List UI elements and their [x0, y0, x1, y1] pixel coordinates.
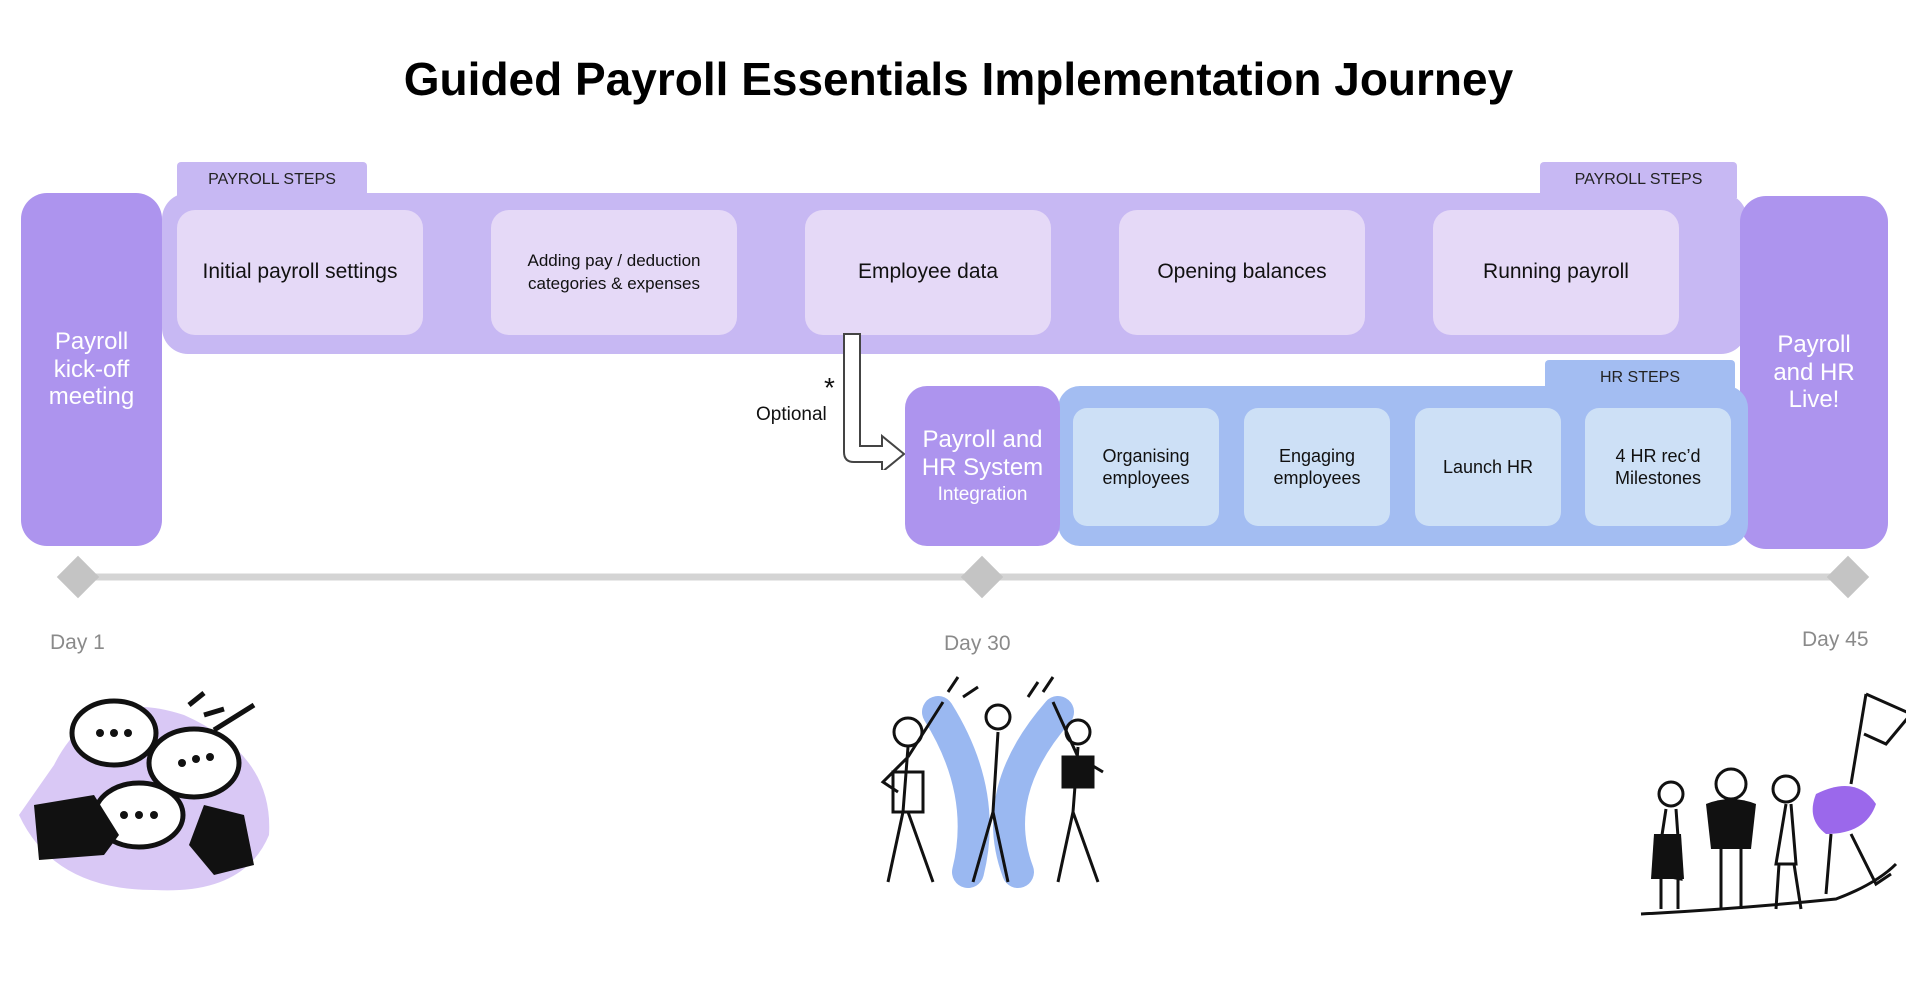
integration-block: Payroll and HR System Integration [905, 386, 1060, 546]
day-30-label: Day 30 [944, 632, 1011, 655]
payroll-steps-tab-left: PAYROLL STEPS [177, 162, 367, 198]
integration-sub-label: Integration [937, 484, 1028, 506]
timeline-marker-day45 [1826, 555, 1870, 599]
optional-asterisk: * [824, 372, 835, 403]
payroll-step-opening-balances: Opening balances [1119, 210, 1365, 335]
team-flag-illustration [1640, 692, 1906, 916]
live-label: Payroll and HR Live! [1773, 331, 1855, 414]
day-1-label: Day 1 [50, 631, 105, 654]
kickoff-label: Payroll kick-off meeting [48, 328, 135, 411]
payroll-step-initial-settings: Initial payroll settings [177, 210, 423, 335]
live-block: Payroll and HR Live! [1740, 196, 1888, 549]
celebration-high-five-illustration [880, 676, 1104, 888]
day-45-label: Day 45 [1802, 628, 1869, 651]
timeline-marker-day30 [960, 555, 1004, 599]
chat-bubbles-illustration [19, 691, 270, 891]
page-title: Guided Payroll Essentials Implementation… [403, 53, 1514, 105]
payroll-step-running-payroll: Running payroll [1433, 210, 1679, 335]
payroll-step-pay-categories: Adding pay / deduction categories & expe… [491, 210, 737, 335]
optional-arrow-icon [843, 333, 906, 470]
payroll-step-employee-data: Employee data [805, 210, 1051, 335]
hr-step-launch-hr: Launch HR [1415, 408, 1561, 526]
kickoff-meeting-block: Payroll kick-off meeting [21, 193, 162, 546]
timeline [56, 555, 1870, 599]
timeline-marker-day1 [56, 555, 100, 599]
hr-step-milestones: 4 HR rec’d Milestones [1585, 408, 1731, 526]
payroll-steps-tab-right: PAYROLL STEPS [1540, 162, 1737, 198]
hr-steps-tab: HR STEPS [1545, 360, 1735, 392]
optional-label: Optional [756, 404, 827, 425]
hr-step-engaging: Engaging employees [1244, 408, 1390, 526]
hr-step-organising: Organising employees [1073, 408, 1219, 526]
integration-main-label: Payroll and HR System [921, 425, 1044, 481]
